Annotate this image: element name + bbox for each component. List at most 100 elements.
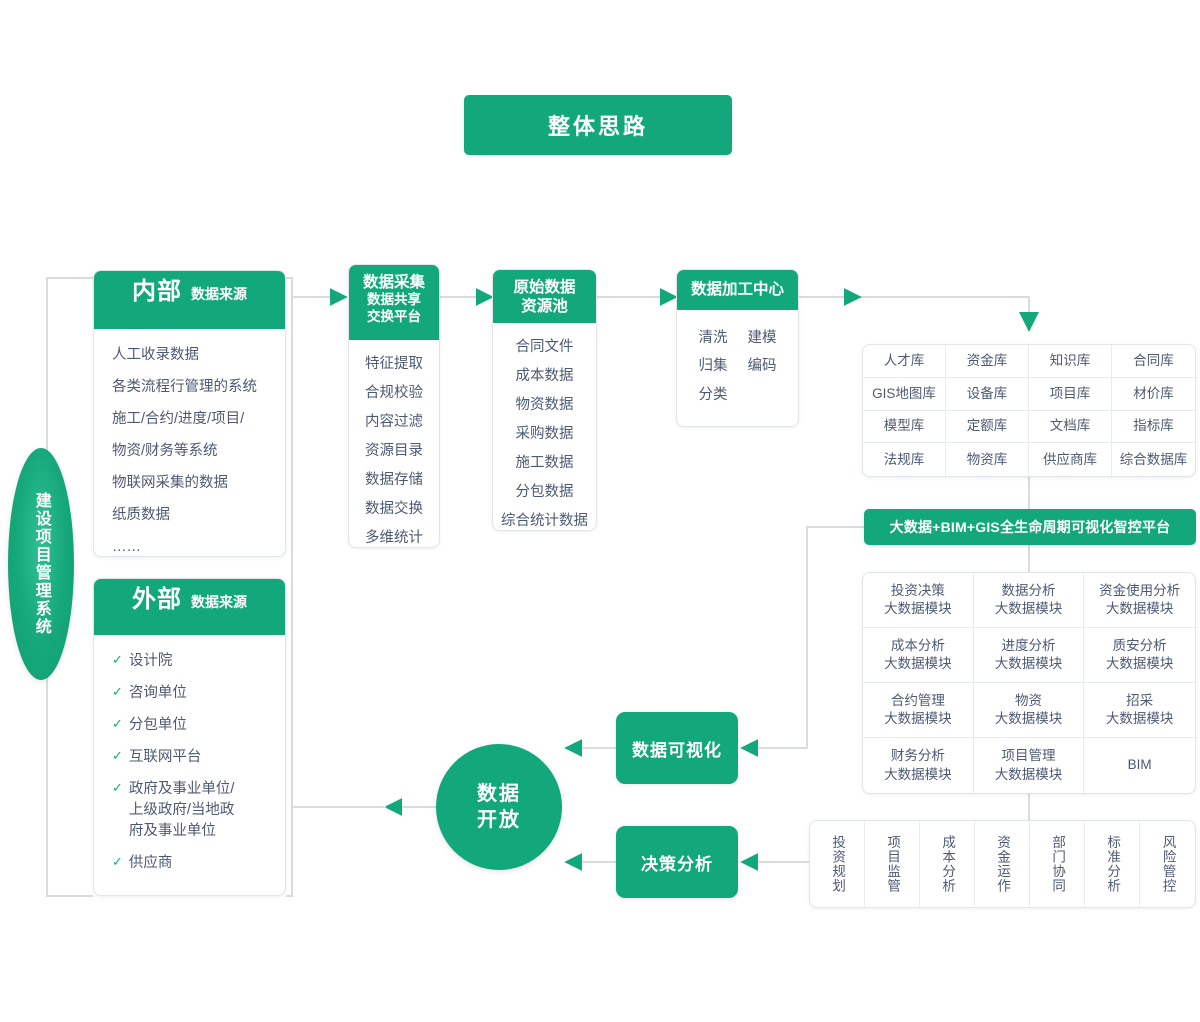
database-grid-cell: 指标库 <box>1112 411 1195 444</box>
external-data-sources-panel: 外部 数据来源 ✓设计院✓咨询单位✓分包单位✓互联网平台✓政府及事业单位/上级政… <box>93 578 286 896</box>
data-processing-item: 编码 <box>747 358 777 375</box>
data-collection-list-item: 多维统计 <box>365 530 423 547</box>
database-grid-cell: 资金库 <box>946 345 1029 378</box>
database-grid-cell: 合同库 <box>1112 345 1195 378</box>
internal-data-sources-panel: 内部 数据来源 人工收录数据各类流程行管理的系统施工/合约/进度/项目/物资/财… <box>93 270 286 557</box>
raw-data-pool-header: 原始数据资源池 <box>493 270 596 323</box>
raw-data-pool-title: 原始数据资源池 <box>513 279 576 316</box>
module-grid-cell: 物资大数据模块 <box>973 683 1085 738</box>
external-list-item: ✓ 设计院 <box>94 645 285 677</box>
data-collection-list-item: 合规校验 <box>365 385 423 402</box>
check-icon: ✓ <box>112 683 123 699</box>
raw-data-pool-panel: 原始数据资源池 合同文件成本数据物资数据采购数据施工数据分包数据综合统计数据 <box>492 269 597 531</box>
module-grid-cell: 数据分析大数据模块 <box>973 573 1085 628</box>
internal-list-item: 人工收录数据 <box>112 346 199 363</box>
data-collection-list-item: 数据存储 <box>365 472 423 489</box>
database-grid-cell: GIS地图库 <box>863 377 946 411</box>
data-processing-item: 归集 <box>698 358 728 375</box>
check-icon: ✓ <box>112 853 123 869</box>
check-icon: ✓ <box>112 651 123 667</box>
data-processing-item: 清洗 <box>698 330 728 346</box>
decision-topic-cell: 资金运作 <box>975 821 1030 907</box>
module-grid-cell: 投资决策大数据模块 <box>863 573 974 628</box>
raw-data-pool-list-item: 成本数据 <box>515 368 574 385</box>
database-grid-cell: 法规库 <box>863 443 946 476</box>
external-list-item: ✓ 分包单位 <box>94 709 285 741</box>
external-list-item-label: 咨询单位 <box>128 684 187 701</box>
module-grid-cell: 资金使用分析大数据模块 <box>1084 573 1195 628</box>
database-grid-cell: 项目库 <box>1029 377 1112 411</box>
raw-data-pool-list-item: 分包数据 <box>515 484 574 501</box>
data-collection-item-list: 特征提取合规校验内容过滤资源目录数据存储数据交换多维统计 <box>349 340 439 561</box>
data-processing-item: 建模 <box>747 330 777 346</box>
internal-item-list: 人工收录数据各类流程行管理的系统施工/合约/进度/项目/物资/财务等系统物联网采… <box>94 329 285 571</box>
data-collection-title: 数据采集 <box>362 274 425 291</box>
raw-data-pool-list-item: 采购数据 <box>515 426 574 443</box>
data-processing-columns: 清洗归集分类 建模编码 <box>677 310 798 409</box>
database-grid-cell: 文档库 <box>1029 410 1112 444</box>
module-grid-cell: 招采大数据模块 <box>1084 683 1195 738</box>
check-icon: ✓ <box>112 779 123 795</box>
internal-list-item: 施工/合约/进度/项目/ <box>112 410 245 427</box>
raw-data-pool-item-list: 合同文件成本数据物资数据采购数据施工数据分包数据综合统计数据 <box>493 323 596 544</box>
data-visualization-box: 数据可视化 <box>616 712 738 784</box>
database-grid-cell: 设备库 <box>946 377 1029 411</box>
platform-banner: 大数据+BIM+GIS全生命周期可视化智控平台 <box>864 509 1196 545</box>
raw-data-pool-list-item: 施工数据 <box>515 455 574 472</box>
database-grid-cell: 知识库 <box>1029 345 1112 378</box>
raw-data-pool-list-item: 物资数据 <box>515 397 574 414</box>
external-list-item: ✓政府及事业单位/上级政府/当地政府及事业单位 <box>94 773 285 847</box>
external-panel-header: 外部 数据来源 <box>94 579 285 635</box>
data-processing-center-header: 数据加工中心 <box>677 270 798 310</box>
decision-topic-cell: 标准分析 <box>1085 821 1140 907</box>
data-processing-item <box>748 381 777 403</box>
internal-panel-header: 内部 数据来源 <box>94 271 285 329</box>
decision-topics-grid: 投资规划项目监管成本分析资金运作部门协同标准分析风险管控 <box>809 820 1196 908</box>
internal-list-item: 各类流程行管理的系统 <box>112 378 257 395</box>
data-processing-center-title: 数据加工中心 <box>690 280 784 298</box>
internal-list-item: 物联网采集的数据 <box>112 474 228 491</box>
data-collection-subtitle: 数据共享交换平台 <box>367 292 421 325</box>
module-grid-cell: 进度分析大数据模块 <box>973 628 1085 683</box>
data-processing-column-2: 建模编码 <box>748 324 777 409</box>
module-grid-cell: 质安分析大数据模块 <box>1084 628 1195 683</box>
big-data-module-grid: 投资决策大数据模块数据分析大数据模块资金使用分析大数据模块成本分析大数据模块进度… <box>862 572 1196 794</box>
module-grid-cell: 成本分析大数据模块 <box>863 628 974 683</box>
database-grid-cell: 供应商库 <box>1029 443 1112 476</box>
data-collection-list-item: 资源目录 <box>365 443 423 460</box>
data-processing-item: 分类 <box>698 386 728 403</box>
decision-topic-cell: 成本分析 <box>920 821 975 907</box>
page-title: 整体思路 <box>464 95 732 155</box>
system-ellipse-label: 建设项目管理系统 <box>8 448 74 680</box>
data-open-circle: 数据 开放 <box>436 744 562 870</box>
decision-analysis-box: 决策分析 <box>616 826 738 898</box>
raw-data-pool-list-item: 综合统计数据 <box>501 513 588 530</box>
database-grid-cell: 人才库 <box>863 345 946 378</box>
external-list-item-label: 分包单位 <box>128 716 187 733</box>
external-header-subtitle: 数据来源 <box>191 594 247 610</box>
external-list-item-label: 供应商 <box>128 854 173 871</box>
database-grid-cell: 定额库 <box>946 410 1029 444</box>
module-grid-cell: BIM <box>1127 757 1152 773</box>
external-item-list: ✓设计院✓咨询单位✓分包单位✓互联网平台✓政府及事业单位/上级政府/当地政府及事… <box>94 635 285 887</box>
data-open-line1: 数据 <box>477 783 521 805</box>
data-collection-list-item: 特征提取 <box>365 356 423 372</box>
decision-topic-cell: 部门协同 <box>1030 821 1085 907</box>
external-list-item-label: 设计院 <box>128 652 173 669</box>
data-collection-list-item: 数据交换 <box>365 501 423 518</box>
data-open-line2: 开放 <box>477 809 521 831</box>
internal-list-item: …… <box>112 538 141 555</box>
database-grid-cell: 模型库 <box>863 410 946 444</box>
module-grid-cell: 项目管理大数据模块 <box>974 738 1085 793</box>
decision-topic-cell: 风险管控 <box>1160 835 1176 893</box>
module-grid-cell: 财务分析大数据模块 <box>863 738 974 793</box>
check-icon: ✓ <box>112 715 123 731</box>
decision-topic-cell: 项目监管 <box>865 821 920 907</box>
raw-data-pool-list-item: 合同文件 <box>515 339 574 355</box>
external-list-item: ✓ 供应商 <box>94 847 285 879</box>
data-processing-column-1: 清洗归集分类 <box>699 324 728 409</box>
data-collection-header: 数据采集 数据共享交换平台 <box>349 265 439 340</box>
data-collection-panel: 数据采集 数据共享交换平台 特征提取合规校验内容过滤资源目录数据存储数据交换多维… <box>348 264 440 548</box>
